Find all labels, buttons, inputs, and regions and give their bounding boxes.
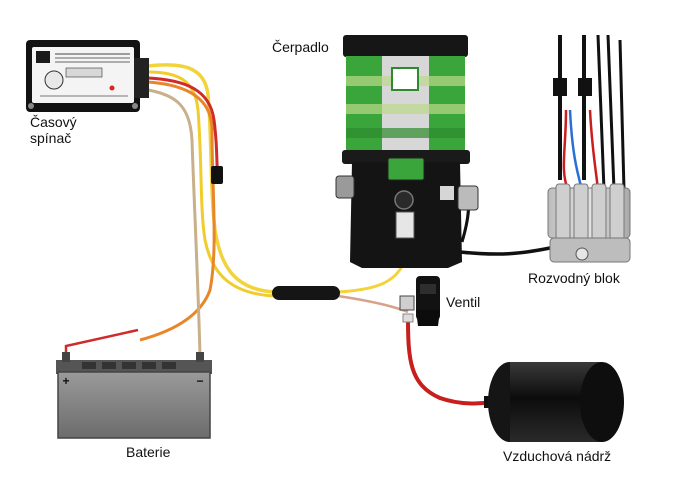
battery-cap	[162, 362, 176, 369]
line-pump-to-block	[459, 246, 551, 256]
valve-fitting	[399, 295, 415, 311]
block-base	[549, 237, 631, 263]
harness-sleeve	[272, 286, 340, 300]
timer-logo	[36, 51, 50, 63]
valve-outlet	[416, 310, 440, 326]
pump-reservoir-band	[346, 104, 465, 114]
block-port	[575, 247, 589, 261]
wire-yellow-2	[147, 70, 276, 298]
pump-side-fitting	[335, 175, 355, 199]
block-section	[555, 183, 571, 241]
timer-dip-switches	[65, 67, 103, 78]
timer-dial	[44, 70, 64, 90]
timer-screw-icon	[28, 103, 34, 109]
tube-fitting	[553, 78, 567, 96]
battery-plus-sign: +	[62, 374, 69, 388]
battery-cap	[102, 362, 116, 369]
tank-right-end	[580, 362, 624, 442]
timer-screw-icon	[132, 103, 138, 109]
distribution-block	[547, 34, 631, 263]
battery-cap	[82, 362, 96, 369]
battery: + −	[56, 352, 212, 439]
pump-outlet-fitting	[394, 190, 414, 210]
valve	[399, 276, 440, 326]
battery-terminal-positive	[62, 352, 70, 362]
feed-line-black	[596, 34, 606, 191]
wiring	[64, 63, 551, 406]
pump-outlet-fitting	[395, 211, 415, 239]
feed-line-black	[606, 34, 616, 191]
label-battery: Baterie	[126, 444, 171, 460]
feed-line-red	[562, 109, 570, 191]
wire-connector	[211, 166, 223, 184]
label-timer-line2: spínač	[30, 130, 72, 146]
wire-battery-plus	[64, 328, 139, 358]
wire-harness-valve	[337, 294, 409, 314]
tube-fitting	[578, 78, 592, 96]
battery-cap	[122, 362, 136, 369]
hose-air-red	[406, 317, 493, 406]
wire-orange	[139, 80, 216, 342]
feed-line-black	[618, 39, 626, 191]
pump-side-fitting	[457, 185, 479, 211]
valve-coil	[420, 284, 436, 294]
pump-base-ring	[342, 150, 470, 164]
label-air-tank: Vzduchová nádrž	[503, 448, 612, 464]
label-timer-line1: Časový	[30, 114, 77, 130]
pump-logo-icon	[391, 67, 419, 91]
wire-red	[147, 76, 220, 176]
timer-mount-right	[133, 58, 149, 98]
block-section	[573, 183, 589, 241]
wire-tan	[147, 88, 202, 356]
wire-harness-pump	[337, 261, 406, 294]
pump-reservoir-band	[346, 128, 465, 138]
battery-cap	[142, 362, 156, 369]
battery-body	[57, 371, 211, 439]
block-section	[591, 183, 607, 241]
pump-top-cap	[343, 35, 468, 57]
pump	[335, 35, 479, 268]
pump-connector	[440, 186, 454, 200]
timer-relay	[26, 40, 149, 112]
air-tank	[484, 362, 624, 442]
feed-line-red	[588, 109, 600, 191]
battery-minus-sign: −	[196, 374, 203, 388]
battery-terminal-negative	[196, 352, 204, 362]
pump-display	[387, 157, 425, 181]
timer-led	[109, 85, 115, 91]
block-section	[609, 183, 625, 241]
hose-fitting	[402, 313, 414, 323]
label-valve: Ventil	[446, 294, 481, 310]
label-distribution-block: Rozvodný blok	[528, 270, 620, 286]
feed-line-blue	[568, 109, 584, 191]
label-pump: Čerpadlo	[272, 39, 329, 55]
